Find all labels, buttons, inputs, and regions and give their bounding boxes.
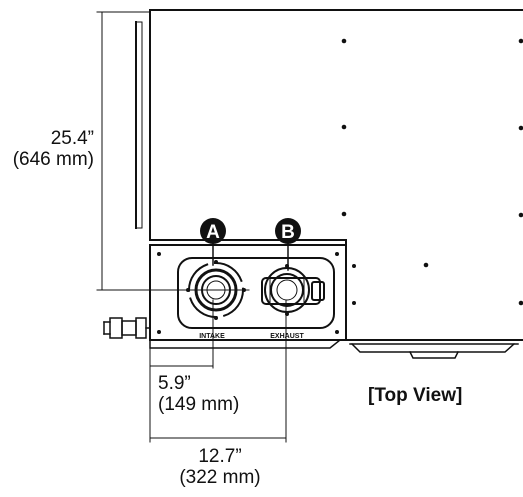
height-dimension-label: 25.4” (646 mm) bbox=[0, 128, 94, 170]
intake-dimension-inches: 5.9” bbox=[158, 373, 191, 394]
exhaust-dimension-mm: (322 mm) bbox=[179, 467, 261, 488]
exhaust-dimension-label: 12.7” (322 mm) bbox=[170, 446, 270, 488]
base-rail bbox=[349, 342, 519, 359]
mounting-holes bbox=[157, 38, 523, 334]
connection-panel bbox=[149, 244, 347, 349]
callout-b-badge: B bbox=[275, 218, 301, 244]
exhaust-dimension-inches: 12.7” bbox=[198, 446, 242, 467]
height-dimension-line bbox=[96, 11, 241, 291]
height-dimension-mm: (646 mm) bbox=[12, 149, 94, 170]
intake-dimension-label: 5.9” (149 mm) bbox=[158, 373, 239, 415]
callout-a-label: A bbox=[206, 222, 220, 243]
callout-a-badge: A bbox=[200, 218, 226, 244]
callout-b-label: B bbox=[281, 222, 295, 243]
intake-port bbox=[182, 262, 250, 318]
intake-dimension-mm: (149 mm) bbox=[158, 394, 240, 415]
width-dimension-lines bbox=[149, 299, 287, 443]
intake-caption: INTAKE bbox=[199, 333, 225, 340]
exhaust-caption: EXHAUST bbox=[270, 333, 304, 340]
view-title: [Top View] bbox=[368, 385, 463, 406]
exhaust-port bbox=[261, 267, 325, 313]
gas-valve-fitting bbox=[103, 317, 151, 339]
height-dimension-inches: 25.4” bbox=[50, 128, 94, 149]
cabinet-side-panel bbox=[135, 21, 143, 229]
